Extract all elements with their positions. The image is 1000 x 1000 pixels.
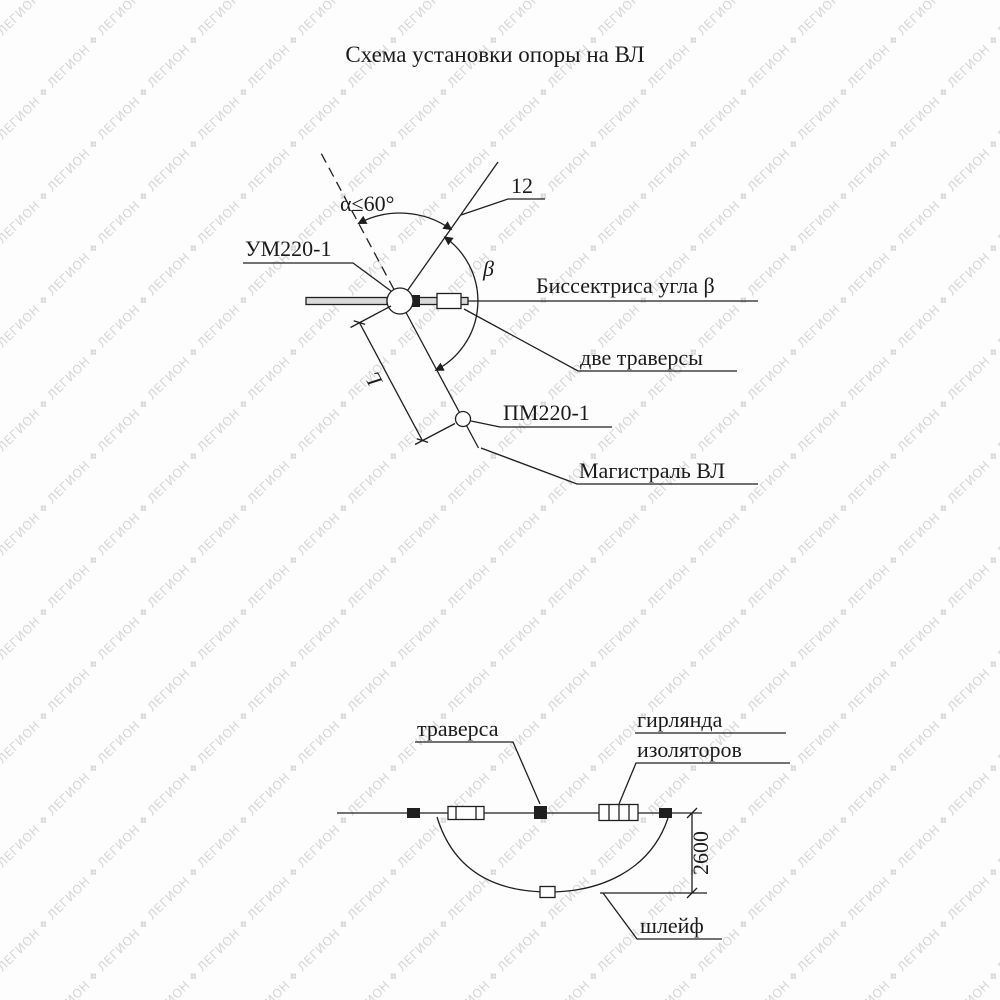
two-traverses-label: две траверсы [580,345,703,370]
leader-pm220 [470,420,612,428]
jumper-curve [436,816,669,893]
dim-2600-tick-bottom [686,887,698,899]
traverse-clamp-rect [411,295,420,307]
mainline-label: Магистраль ВЛ [579,458,725,483]
dim-ext-line-1 [350,305,392,329]
leader-garland [618,762,790,805]
clamp-rect-middle [534,806,547,819]
dim-2600-label: 2600 [688,831,713,875]
jumper-clamp-rect [539,885,556,899]
garland-label-line1: гирлянда [637,707,723,732]
pm220-label: ПМ220-1 [503,400,590,425]
clamp-rect-left [407,808,420,818]
alpha-arc [357,212,453,231]
traverse-coupler-rect [436,292,462,310]
angle-alpha-label: α≤60° [340,191,394,216]
leader-mainline [480,447,758,485]
dim-tick-2 [416,438,429,444]
corner-pole-circle [386,287,414,315]
wire-12-label: 12 [511,173,533,198]
top-diagram: L α≤60° УМ220-1 12 β Биссектриса угла β … [243,152,758,485]
um220-label: УМ220-1 [245,236,331,261]
dim-2600-tick-top [686,807,698,819]
branch-line [406,161,499,291]
dim-ext-line-2 [414,422,456,446]
turnbuckle-rect [447,805,485,821]
garland-label-line2: изоляторов [637,737,742,762]
beta-label: β [482,256,494,281]
beta-arc [434,236,479,371]
line-pole-circle [454,410,472,428]
traverse-bar-left [305,296,388,306]
leader-two-traverses [463,308,737,372]
page-title: Схема установки опоры на ВЛ [345,42,645,67]
mainline-solid [405,312,480,449]
clamp-rect-right [659,808,672,818]
dimension-line-L [358,322,423,441]
loop-label: шлейф [640,913,704,938]
bottom-diagram: 2600 траверса гирлянда изоляторов шлейф [337,707,790,940]
leader-loop [602,892,722,940]
leader-um220 [243,262,392,292]
dim-tick-1 [353,320,366,326]
traverse-label: траверса [417,716,499,741]
span-L-label: L [359,368,387,391]
bisector-label: Биссектриса угла β [536,273,715,298]
leader-wire-12 [460,198,545,216]
leader-traverse [415,741,541,805]
mainline-dashed [320,152,395,290]
